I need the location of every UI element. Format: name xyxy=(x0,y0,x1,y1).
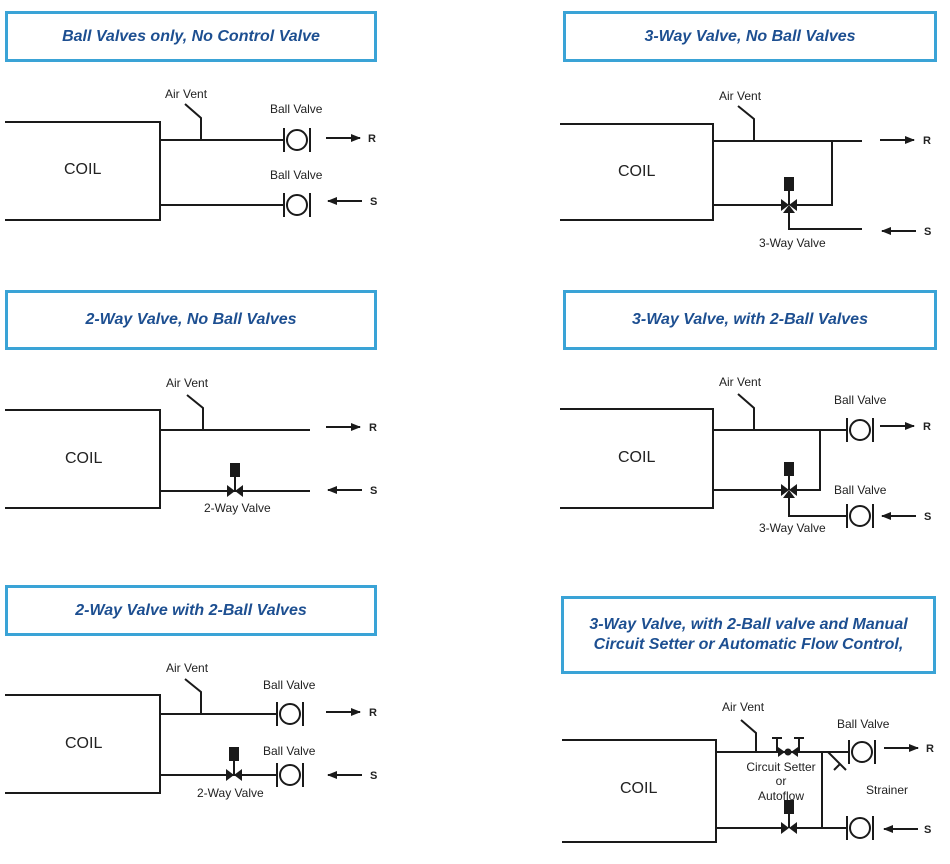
coil-outline xyxy=(562,739,717,843)
air-vent-label: Air Vent xyxy=(166,661,209,675)
panel-6-diagram xyxy=(562,719,919,843)
ball-valve-icon xyxy=(846,816,874,840)
panel-6-title-line2: Circuit Setter or Automatic Flow Control… xyxy=(593,636,904,653)
ball-valve-icon xyxy=(283,128,311,152)
supply-label: S xyxy=(370,196,377,208)
circuit-setter-icon xyxy=(772,737,804,757)
three-way-valve-icon xyxy=(781,800,797,834)
panel-1-title: Ball Valves only, No Control Valve xyxy=(5,11,377,62)
panel-4-title: 3-Way Valve, with 2-Ball Valves xyxy=(563,290,937,350)
air-vent-label: Air Vent xyxy=(722,700,765,714)
three-way-valve-icon xyxy=(781,462,797,498)
ball-valve-label: Ball Valve xyxy=(263,744,316,758)
air-vent-label: Air Vent xyxy=(719,375,762,389)
three-way-valve-label: 3-Way Valve xyxy=(759,236,826,250)
panel-5-title: 2-Way Valve with 2-Ball Valves xyxy=(5,585,377,636)
bypass-pipe xyxy=(795,430,821,491)
air-vent-pipe xyxy=(184,103,202,140)
coil-label: COIL xyxy=(65,450,102,467)
panel-6-title: 3-Way Valve, with 2-Ball valve and Manua… xyxy=(561,596,936,674)
ball-valve-label: Ball Valve xyxy=(270,102,323,116)
strainer-icon xyxy=(827,751,847,771)
air-vent-label: Air Vent xyxy=(166,376,209,390)
return-label: R xyxy=(369,422,377,434)
air-vent-pipe xyxy=(740,719,757,752)
air-vent-pipe xyxy=(737,393,755,430)
coil-label: COIL xyxy=(620,780,657,797)
ball-valve-icon xyxy=(276,702,304,726)
ball-valve-icon xyxy=(848,740,876,764)
coil-outline xyxy=(560,123,714,221)
supply-label: S xyxy=(924,511,931,523)
ball-valve-label: Ball Valve xyxy=(834,483,887,497)
air-vent-label: Air Vent xyxy=(719,89,762,103)
supply-label: S xyxy=(370,485,377,497)
air-vent-label: Air Vent xyxy=(165,87,208,101)
supply-label: S xyxy=(924,824,931,836)
supply-outlet-pipe xyxy=(788,496,846,517)
panel-2-title: 3-Way Valve, No Ball Valves xyxy=(563,11,937,62)
panel-3-title: 2-Way Valve, No Ball Valves xyxy=(5,290,377,350)
coil-outline xyxy=(5,694,161,794)
panel-6-title-line1: 3-Way Valve, with 2-Ball valve and Manua… xyxy=(589,616,908,633)
ball-valve-icon xyxy=(846,418,874,442)
strainer-label: Strainer xyxy=(866,783,908,797)
ball-valve-label: Ball Valve xyxy=(270,168,323,182)
return-label: R xyxy=(923,421,931,433)
ball-valve-icon xyxy=(283,193,311,217)
panel-2-diagram xyxy=(560,105,916,235)
air-vent-pipe xyxy=(184,678,202,714)
panel-4-diagram xyxy=(560,393,916,528)
supply-outlet-pipe xyxy=(788,211,862,230)
coil-label: COIL xyxy=(64,161,101,178)
two-way-valve-icon xyxy=(226,747,242,781)
coil-outline xyxy=(5,121,161,221)
coil-label: COIL xyxy=(618,449,655,466)
panel-1-diagram xyxy=(5,103,362,221)
air-vent-pipe xyxy=(186,394,204,430)
three-way-valve-label: 3-Way Valve xyxy=(759,521,826,535)
return-label: R xyxy=(926,743,934,755)
two-way-valve-label: 2-Way Valve xyxy=(197,786,264,800)
panel-5-diagram xyxy=(5,678,362,794)
air-vent-pipe xyxy=(737,105,755,141)
two-way-valve-icon xyxy=(227,463,243,497)
return-label: R xyxy=(368,133,376,145)
supply-label: S xyxy=(924,226,931,238)
coil-outline xyxy=(560,408,714,509)
autoflow-label: Autoflow xyxy=(758,789,804,803)
circuit-setter-label: Circuit Setter xyxy=(746,760,815,774)
ball-valve-label: Ball Valve xyxy=(263,678,316,692)
three-way-valve-icon xyxy=(781,177,797,213)
coil-outline xyxy=(5,409,161,509)
ball-valve-label: Ball Valve xyxy=(834,393,887,407)
ball-valve-icon xyxy=(846,504,874,528)
bypass-pipe xyxy=(795,141,833,206)
panel-3-diagram xyxy=(5,394,362,509)
supply-label: S xyxy=(370,770,377,782)
two-way-valve-label: 2-Way Valve xyxy=(204,501,271,515)
coil-label: COIL xyxy=(65,735,102,752)
ball-valve-icon xyxy=(276,763,304,787)
return-label: R xyxy=(369,707,377,719)
coil-label: COIL xyxy=(618,163,655,180)
circuit-setter-or-label: or xyxy=(776,774,787,788)
ball-valve-label: Ball Valve xyxy=(837,717,890,731)
return-label: R xyxy=(923,135,931,147)
